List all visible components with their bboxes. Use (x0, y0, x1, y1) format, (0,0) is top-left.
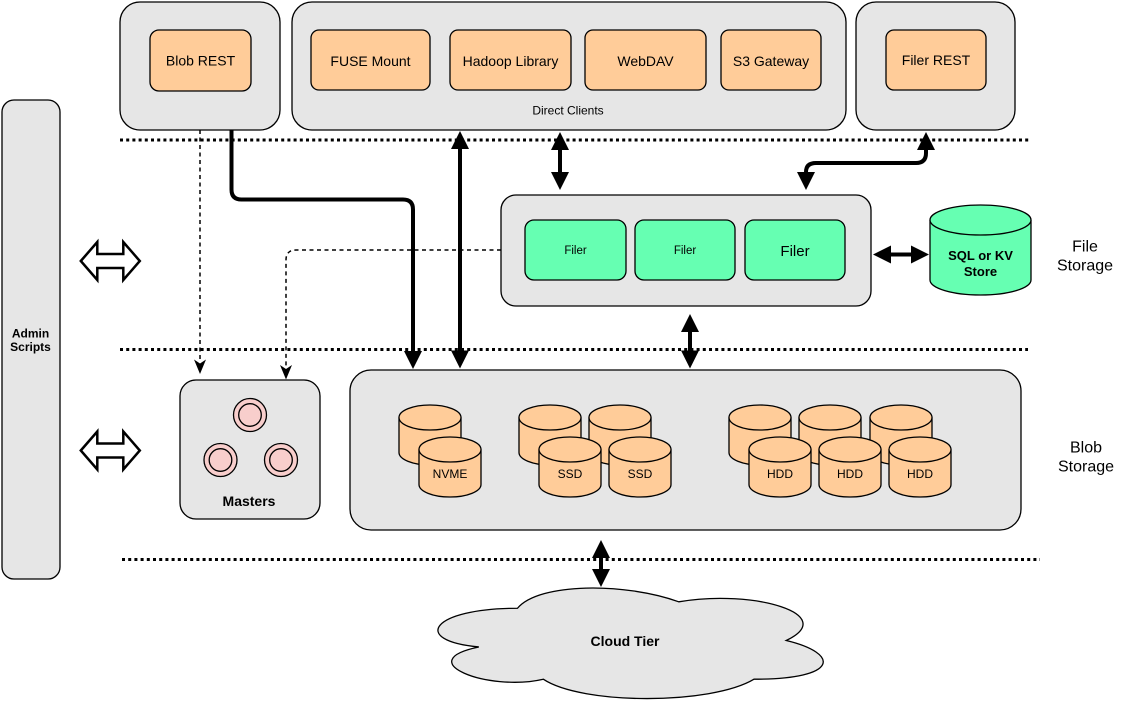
svg-text:Filer REST: Filer REST (902, 52, 971, 68)
svg-text:Filer: Filer (564, 245, 587, 257)
svg-text:Direct Clients: Direct Clients (532, 104, 603, 118)
svg-text:Admin: Admin (12, 327, 49, 341)
svg-text:Hadoop Library: Hadoop Library (463, 53, 559, 69)
svg-text:Scripts: Scripts (10, 340, 51, 354)
svg-text:HDD: HDD (837, 467, 863, 481)
svg-text:HDD: HDD (907, 467, 933, 481)
svg-text:Filer: Filer (780, 243, 809, 260)
svg-text:SSD: SSD (558, 467, 583, 481)
svg-text:Blob: Blob (1070, 440, 1102, 457)
svg-text:Storage: Storage (1057, 258, 1113, 275)
svg-text:Cloud Tier: Cloud Tier (591, 633, 661, 649)
svg-text:NVME: NVME (433, 467, 468, 481)
svg-text:File: File (1072, 239, 1098, 256)
svg-text:Blob REST: Blob REST (166, 53, 236, 69)
svg-text:Masters: Masters (223, 493, 276, 509)
svg-text:Filer: Filer (674, 245, 697, 257)
svg-text:S3 Gateway: S3 Gateway (733, 53, 809, 69)
svg-text:SSD: SSD (628, 467, 653, 481)
svg-text:Storage: Storage (1058, 459, 1114, 476)
svg-text:FUSE Mount: FUSE Mount (330, 53, 410, 69)
svg-text:SQL or KV: SQL or KV (948, 248, 1013, 263)
svg-text:WebDAV: WebDAV (617, 53, 674, 69)
svg-text:HDD: HDD (767, 467, 793, 481)
svg-text:Store: Store (964, 264, 997, 279)
